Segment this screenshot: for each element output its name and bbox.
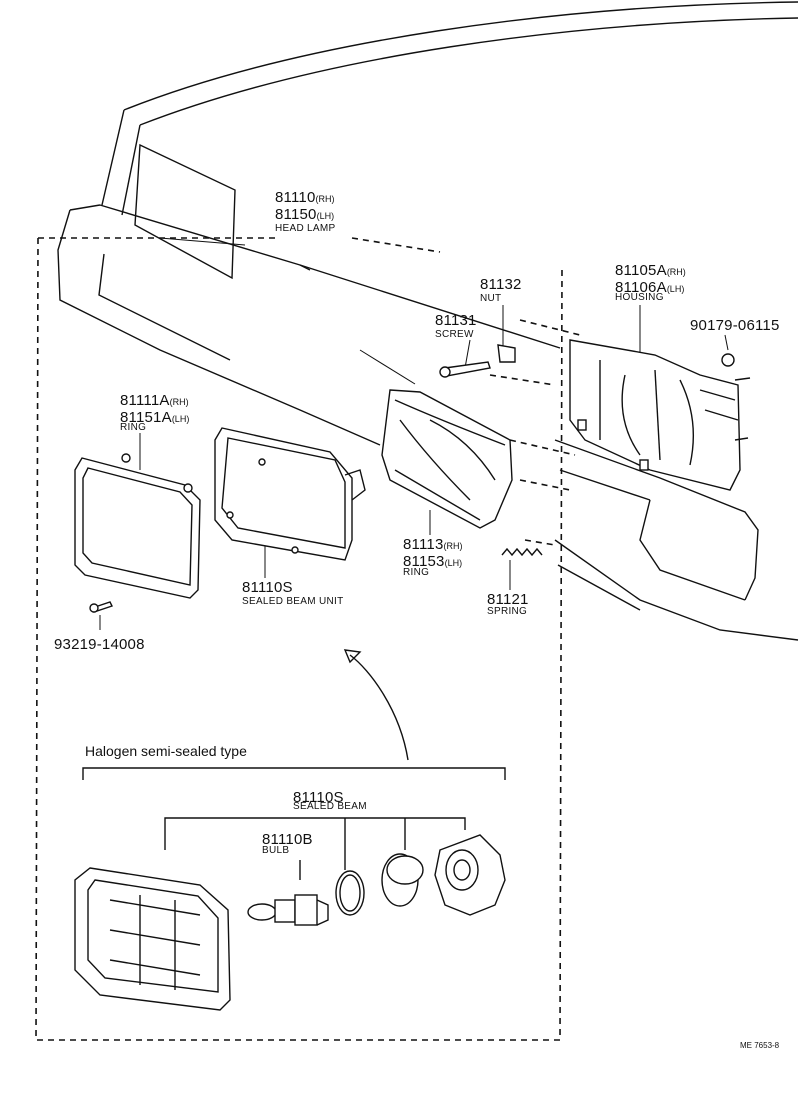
part-81110S-beam-label: 81110S bbox=[293, 789, 344, 806]
halogen-lamp bbox=[74, 867, 231, 1011]
halogen-bulb bbox=[247, 894, 329, 926]
sealed-beam-unit bbox=[214, 427, 366, 561]
part-90179-06115-label: 90179-06115 bbox=[690, 317, 780, 334]
direction-arrow bbox=[343, 649, 409, 761]
part-81121-caption: SPRING bbox=[487, 606, 528, 617]
part-81113-label: 81113(RH) bbox=[403, 536, 463, 553]
part-81111A-label: 81111A(RH) bbox=[120, 392, 189, 409]
part-93219-14008-label: 93219-14008 bbox=[54, 636, 145, 653]
part-81150-label: 81150(LH) bbox=[275, 206, 335, 223]
part-81131-caption: SCREW bbox=[435, 329, 474, 340]
retaining-ring bbox=[335, 870, 365, 916]
part-81153-label: 81153(LH) bbox=[403, 553, 463, 570]
leader-lines bbox=[99, 237, 729, 630]
reference-code: ME 7653-8 bbox=[740, 1041, 780, 1050]
part-81105A-label: 81105A(RH) bbox=[615, 262, 686, 279]
part-81150-caption: HEAD LAMP bbox=[275, 223, 336, 234]
part-81110S-beam-caption: SEALED BEAM bbox=[293, 801, 367, 812]
part-81132-caption: NUT bbox=[480, 293, 502, 304]
section-bracket bbox=[82, 767, 506, 880]
part-81151A-caption: RING bbox=[120, 422, 147, 433]
part-81110B-label: 81110B bbox=[262, 831, 313, 848]
spring-part bbox=[501, 547, 543, 557]
car-body-outline bbox=[57, 1, 799, 641]
part-81131-label: 81131 bbox=[435, 312, 477, 329]
front-ring bbox=[74, 453, 201, 599]
part-81121-label: 81121 bbox=[487, 591, 529, 608]
screw-part bbox=[89, 601, 113, 613]
part-81110S-label: 81110S bbox=[242, 579, 293, 596]
part-81110-label: 81110(RH) bbox=[275, 189, 335, 206]
part-81153-caption: RING bbox=[403, 567, 430, 578]
housing-part bbox=[569, 339, 751, 491]
socket-cap bbox=[434, 834, 506, 916]
part-81106A-label: 81106A(LH) bbox=[615, 279, 685, 296]
part-81106A-caption: HOUSING bbox=[615, 292, 664, 303]
mounting-ring bbox=[381, 389, 513, 529]
section-title: Halogen semi-sealed type bbox=[85, 743, 247, 759]
collar bbox=[381, 853, 424, 907]
part-81110S-caption: SEALED BEAM UNIT bbox=[242, 596, 344, 607]
part-81151A-label: 81151A(LH) bbox=[120, 409, 190, 426]
part-81110B-caption: BULB bbox=[262, 845, 290, 856]
dashed-frame bbox=[35, 237, 563, 1041]
part-81132-label: 81132 bbox=[480, 276, 522, 293]
nut-and-screw bbox=[439, 344, 516, 378]
